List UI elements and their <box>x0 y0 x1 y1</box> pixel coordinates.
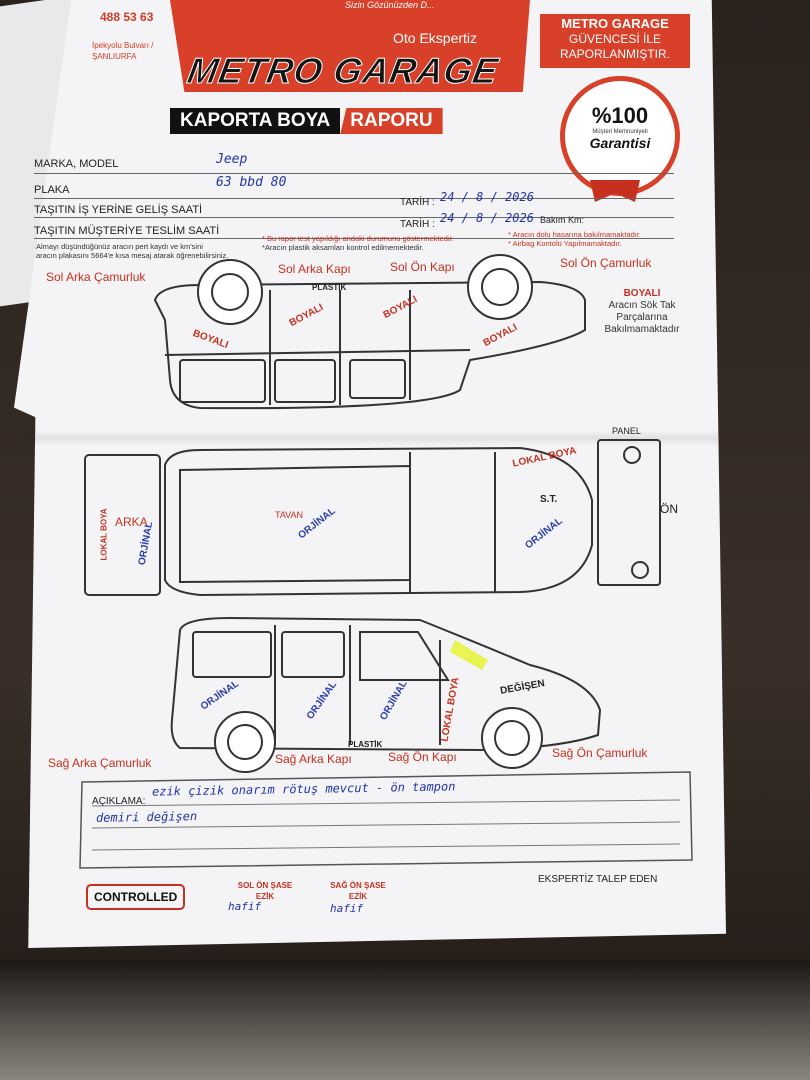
boyali-note: BOYALI Aracın Sök Tak Parçalarına Bakılm… <box>592 288 692 336</box>
note-right: * Aracın dolu hasarına bakılmamaktadır. … <box>508 230 688 248</box>
highlight-mark <box>450 640 488 670</box>
label-sol-arka-camurluk: Sol Arka Çamurluk <box>46 270 146 284</box>
form-row-gelis: TAŞITIN İŞ YERİNE GELİŞ SAATİ <box>34 204 202 220</box>
aciklama-line <box>91 843 681 851</box>
sag-sase-ezik: EZİK <box>348 892 368 901</box>
form-line <box>34 217 674 218</box>
trust-line-1: METRO GARAGE <box>561 16 669 31</box>
sol-sase-ezik: EZİK <box>255 892 275 901</box>
marka-label: MARKA, MODEL <box>34 158 119 170</box>
note-mid-1: * Bu rapor test yapıldığı andaki durumun… <box>262 234 454 243</box>
tarih-label-1: TARİH : <box>400 197 435 208</box>
sol-sase-label: SOL ÖN ŞASE <box>237 881 293 890</box>
car-left-side <box>153 280 586 410</box>
label-sag-arka-camurluk: Sağ Arka Çamurluk <box>48 756 152 770</box>
boyali-note-3: Bakılmamaktadır <box>604 324 680 335</box>
paper-fold <box>18 430 718 446</box>
sol-sase-block: SOL ÖN ŞASE EZİK <box>220 880 310 902</box>
sag-sase-label: SAĞ ÖN ŞASE <box>330 881 386 890</box>
label-arka: ARKA <box>115 515 148 529</box>
note-mid: * Bu rapor test yapıldığı andaki durumun… <box>262 234 502 252</box>
note-right-2: * Airbag Kontolü Yapılmamaktadır. <box>508 239 622 248</box>
badge-sub: Müşteri Memnuniyeti <box>592 129 648 135</box>
aciklama-label: AÇIKLAMA: <box>92 796 146 807</box>
boyali-note-title: BOYALI <box>623 288 661 299</box>
title-left: KAPORTA BOYA <box>170 108 341 134</box>
note-mid-2: *Aracın plastik aksamları kontrol edilme… <box>262 243 424 252</box>
stamp-plastik: PLASTİK <box>348 740 383 749</box>
label-sol-on-camurluk: Sol Ön Çamurluk <box>560 256 652 270</box>
badge-percent: %100 <box>591 103 649 128</box>
sol-sase-hafif: hafif <box>228 900 262 913</box>
boyali-note-2: Parçalarına <box>616 312 668 323</box>
stamp-lokal-boya: LOKAL BOYA <box>99 508 109 561</box>
note-left: Almayı düşündüğünüz aracın pert kaydı ve… <box>36 242 256 260</box>
form-row-marka: MARKA, MODEL <box>34 158 118 174</box>
stamp-plastik: PLASTİK <box>312 283 347 292</box>
label-sag-arka-kapi: Sağ Arka Kapı <box>275 752 352 766</box>
form-line <box>34 198 674 199</box>
badge-word: Garantisi <box>589 135 651 151</box>
car-top-view <box>84 439 661 597</box>
label-sag-on-camurluk: Sağ Ön Çamurluk <box>552 746 648 760</box>
header-slogan: Sizin Gözünüzden D... <box>345 0 435 10</box>
car-left-wheels <box>197 254 533 325</box>
ekspertiz-label: EKSPERTİZ TALEP EDEN <box>538 874 658 885</box>
guarantee-badge: %100 Müşteri Memnuniyeti Garantisi <box>560 76 680 196</box>
form-row-plaka: PLAKA <box>34 184 69 200</box>
label-sag-on-kapi: Sağ Ön Kapı <box>388 750 457 764</box>
gelis-label: TAŞITIN İŞ YERİNE GELİŞ SAATİ <box>34 204 203 216</box>
aciklama-line <box>91 821 681 829</box>
note-left-2: aracın plakasını 5664'e kısa mesaj atara… <box>36 251 229 260</box>
sag-sase-block: SAĞ ÖN ŞASE EZİK <box>318 880 398 902</box>
form-line <box>34 238 674 239</box>
tarih-value-1: 24 / 8 / 2026 <box>440 190 534 204</box>
aciklama-box <box>79 771 693 869</box>
header-phone: 488 53 63 <box>100 10 154 24</box>
plaka-label: PLAKA <box>34 184 70 196</box>
title-right: RAPORU <box>340 108 443 134</box>
report-title: KAPORTA BOYA RAPORU <box>170 108 443 134</box>
label-panel: PANEL <box>612 426 641 436</box>
tarih-value-2: 24 / 8 / 2026 <box>440 211 534 225</box>
form-line <box>34 173 674 174</box>
label-tavan: TAVAN <box>275 510 304 520</box>
label-st: S.T. <box>540 494 558 505</box>
car-right-wheels <box>214 707 543 773</box>
trust-box: METRO GARAGE GÜVENCESİ İLE RAPORLANMIŞTI… <box>540 14 690 68</box>
marka-value: Jeep <box>216 152 248 167</box>
km-label: Bakım Km: <box>540 215 585 225</box>
teslim-label: TAŞITIN MÜŞTERİYE TESLİM SAATİ <box>34 225 220 237</box>
label-sol-arka-kapi: Sol Arka Kapı <box>278 262 351 276</box>
aciklama-line-2: demiri değişen <box>95 809 198 825</box>
controlled-stamp: CONTROLLED <box>86 884 186 910</box>
floor-background <box>0 960 810 1080</box>
trust-line-3: RAPORLANMIŞTIR. <box>559 47 670 61</box>
aciklama-line <box>91 799 681 807</box>
trust-line-2: GÜVENCESİ İLE <box>568 32 662 46</box>
form-row-teslim: TAŞITIN MÜŞTERİYE TESLİM SAATİ <box>34 225 219 241</box>
header-banner <box>170 0 530 92</box>
sag-sase-hafif: hafif <box>330 902 364 915</box>
label-sol-on-kapi: Sol Ön Kapı <box>390 260 455 274</box>
badge-ribbon <box>590 180 640 202</box>
header-address: İpekyolu Bulvarı / ŞANLIURFA <box>92 41 154 61</box>
car-right-side <box>170 616 602 752</box>
note-left-1: Almayı düşündüğünüz aracın pert kaydı ve… <box>36 242 203 251</box>
header-subtitle: Oto Ekspertiz <box>393 30 478 46</box>
plaka-value: 63 bbd 80 <box>216 175 287 190</box>
tarih-label-2: TARİH : <box>400 219 435 230</box>
boyali-note-1: Aracın Sök Tak <box>608 300 676 311</box>
label-on: ÖN <box>660 502 678 516</box>
note-right-1: * Aracın dolu hasarına bakılmamaktadır. <box>508 230 641 239</box>
